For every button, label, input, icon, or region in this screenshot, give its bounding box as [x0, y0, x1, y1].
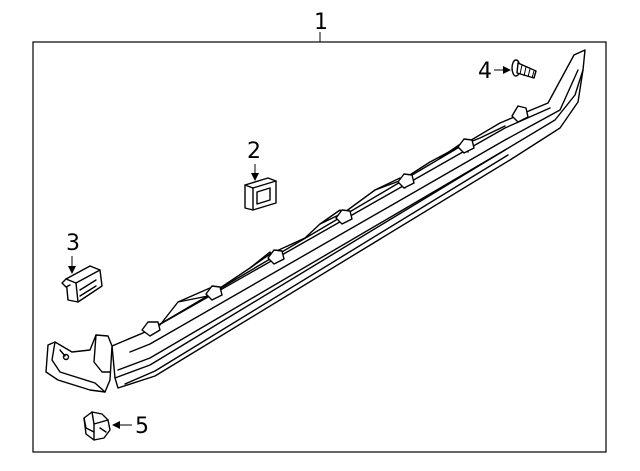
callout-4: 4 [478, 59, 492, 84]
callout-1: 1 [314, 10, 328, 35]
callout-3: 3 [66, 231, 80, 256]
clip-part-5 [83, 411, 111, 441]
screw-part-4 [511, 59, 537, 79]
rocker-panel [45, 49, 586, 393]
callout-5: 5 [135, 414, 149, 439]
clip-part-3 [61, 265, 103, 303]
callout-2: 2 [247, 139, 261, 164]
retainer-part-2 [244, 177, 277, 211]
flange-clip [141, 105, 529, 337]
